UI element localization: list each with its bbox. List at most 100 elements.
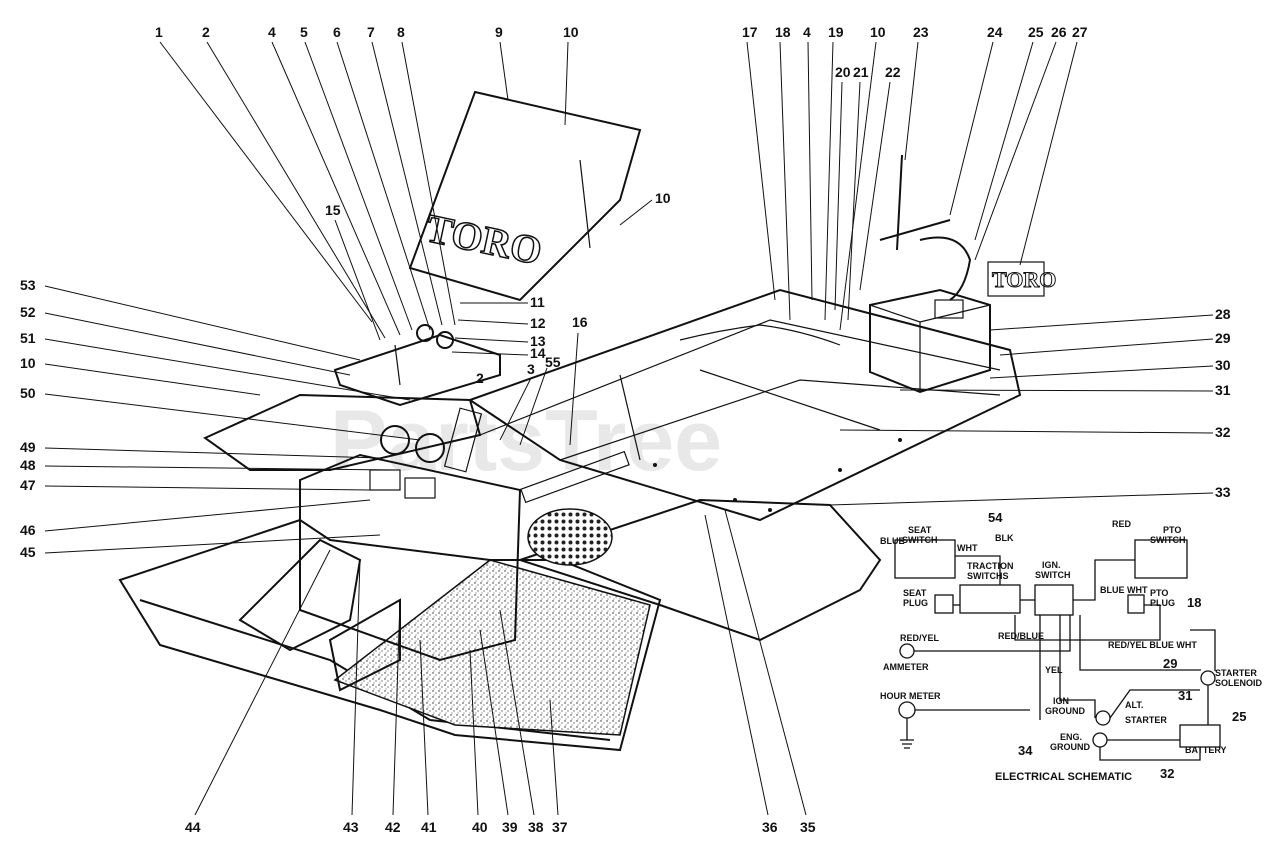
sch-eng-ground2: GROUND — [1050, 742, 1090, 752]
callout-33: 33 — [1215, 484, 1231, 500]
sch-ign-ground1: IGN — [1053, 696, 1069, 706]
callout-7: 7 — [367, 24, 375, 40]
watermark: PartsTree — [330, 393, 722, 489]
callout-12: 12 — [530, 315, 546, 331]
callout-10a: 10 — [563, 24, 579, 40]
callout-20: 20 — [835, 64, 851, 80]
hour-meter — [898, 701, 916, 719]
callout-10b: 10 — [870, 24, 886, 40]
wire-blk-1: BLK — [995, 533, 1014, 543]
sch-hour-meter: HOUR METER — [880, 691, 941, 701]
sch-num-32: 32 — [1160, 766, 1174, 781]
callout-46: 46 — [20, 522, 36, 538]
decal-brand: TORO — [992, 267, 1056, 292]
callout-39: 39 — [502, 819, 518, 835]
callout-52: 52 — [20, 304, 36, 320]
callout-22: 22 — [885, 64, 901, 80]
callout-36: 36 — [762, 819, 778, 835]
callout-19: 19 — [828, 24, 844, 40]
callout-44: 44 — [185, 819, 201, 835]
callout-45: 45 — [20, 544, 36, 560]
sch-eng-ground1: ENG. — [1060, 732, 1082, 742]
sch-num-31: 31 — [1178, 688, 1192, 703]
grille — [527, 508, 613, 566]
decal: TORO — [987, 261, 1057, 297]
callout-40: 40 — [472, 819, 488, 835]
sch-ammeter: AMMETER — [883, 662, 929, 672]
callout-37: 37 — [552, 819, 568, 835]
sch-num-29: 29 — [1163, 656, 1177, 671]
callout-31: 31 — [1215, 382, 1231, 398]
callout-4b: 4 — [803, 24, 811, 40]
hood-brand: TORO — [422, 205, 546, 273]
starter-solenoid — [1200, 670, 1216, 686]
callout-32: 32 — [1215, 424, 1231, 440]
sch-num-18: 18 — [1187, 595, 1201, 610]
callout-55: 55 — [545, 354, 561, 370]
sch-alt: ALT. — [1125, 700, 1143, 710]
callout-9: 9 — [495, 24, 503, 40]
battery-symbol — [1179, 724, 1221, 748]
callout-23: 23 — [913, 24, 929, 40]
callout-15: 15 — [325, 202, 341, 218]
callout-10d: 10 — [20, 355, 36, 371]
ign-switch — [1034, 584, 1074, 616]
callout-53: 53 — [20, 277, 36, 293]
callout-5: 5 — [300, 24, 308, 40]
sch-switch2: SWITCH — [1150, 535, 1186, 545]
callout-30: 30 — [1215, 357, 1231, 373]
callout-2b: 2 — [476, 370, 484, 386]
callout-47: 47 — [20, 477, 36, 493]
callout-29: 29 — [1215, 330, 1231, 346]
callout-27: 27 — [1072, 24, 1088, 40]
callout-2: 2 — [202, 24, 210, 40]
callout-1: 1 — [155, 24, 163, 40]
sch-num-25: 25 — [1232, 709, 1246, 724]
schematic-title: ELECTRICAL SCHEMATIC — [995, 771, 1132, 783]
sch-pto: PTO — [1163, 525, 1181, 535]
dipstick — [896, 154, 903, 251]
callout-42: 42 — [385, 819, 401, 835]
wire-yel-1: YEL — [1045, 665, 1063, 675]
sch-battery: BATTERY — [1185, 745, 1227, 755]
sch-switch1: SWITCH — [902, 535, 938, 545]
sch-solenoid: SOLENOID — [1215, 678, 1263, 688]
callout-24: 24 — [987, 24, 1003, 40]
sch-traction: TRACTION — [967, 561, 1014, 571]
callout-21: 21 — [853, 64, 869, 80]
callout-35: 35 — [800, 819, 816, 835]
callout-13: 13 — [530, 333, 546, 349]
sch-pto-plug1: PTO — [1150, 588, 1168, 598]
callout-17: 17 — [742, 24, 758, 40]
wire-blue-1: BLUE — [880, 536, 905, 546]
sch-starter1: STARTER — [1215, 668, 1257, 678]
wire-red-yel-1: RED/YEL — [900, 633, 940, 643]
callout-51: 51 — [20, 330, 36, 346]
callout-14: 14 — [530, 345, 546, 361]
sch-seat-plug2: PLUG — [903, 598, 928, 608]
leader-lines — [44, 41, 1214, 816]
callout-10c: 10 — [655, 190, 671, 206]
sch-ign-ground2: GROUND — [1045, 706, 1085, 716]
wire-harness — [679, 324, 841, 346]
callout-6: 6 — [333, 24, 341, 40]
callouts: 1 2 4 5 6 7 8 9 10 17 18 4 19 10 23 24 2… — [20, 24, 1231, 835]
tractor-body — [118, 288, 1022, 752]
callout-25: 25 — [1028, 24, 1044, 40]
callout-3: 3 — [527, 361, 535, 377]
callout-16: 16 — [572, 314, 588, 330]
callout-26: 26 — [1051, 24, 1067, 40]
sch-num-54: 54 — [988, 510, 1003, 525]
sch-seat-plug1: SEAT — [903, 588, 927, 598]
callout-49: 49 — [20, 439, 36, 455]
wire-red-blue: RED/BLUE — [998, 631, 1044, 641]
callout-41: 41 — [421, 819, 437, 835]
callout-8: 8 — [397, 24, 405, 40]
battery — [869, 219, 991, 394]
callout-28: 28 — [1215, 306, 1231, 322]
wire-blue-wht: BLUE WHT — [1100, 585, 1148, 595]
callout-38: 38 — [528, 819, 544, 835]
wire-wht-1: WHT — [957, 543, 978, 553]
callout-11: 11 — [530, 294, 545, 310]
